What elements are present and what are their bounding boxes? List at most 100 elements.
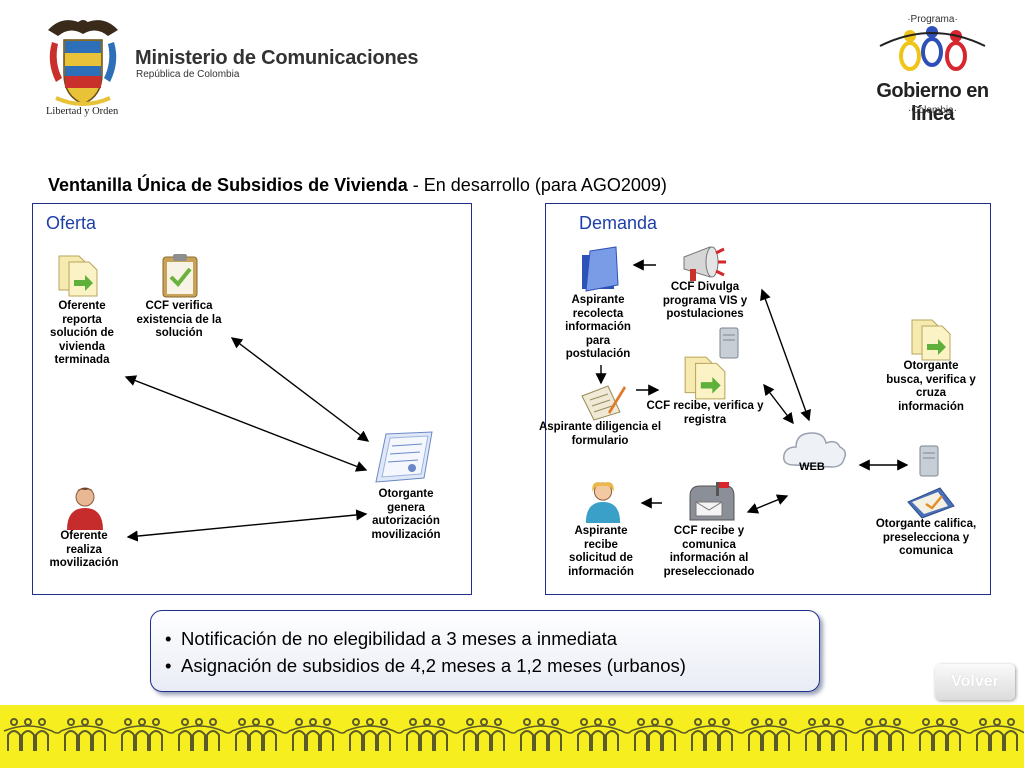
footer-wave: [630, 725, 689, 734]
footer-wave: [402, 725, 461, 734]
footer-figure: [306, 718, 320, 751]
footer-figure: [463, 718, 477, 751]
notes-list: Notificación de no elegibilidad a 3 mese…: [151, 611, 819, 679]
node-otorgante-califica: Otorgante califica, preselecciona y comu…: [875, 518, 977, 557]
ministry-name: Ministerio de Comunicaciones: [135, 47, 419, 69]
footer-wave: [459, 725, 518, 734]
footer-figure: [363, 718, 377, 751]
node-ccf-registra: CCF recibe, verifica y registra: [646, 400, 764, 426]
document-transfer-icon: [58, 255, 98, 297]
footer-figure: [349, 718, 363, 751]
footer-figure: [64, 718, 78, 751]
footer-figure: [876, 718, 890, 751]
node-ccf-divulga: CCF Divulga programa VIS y postulaciones: [662, 281, 748, 320]
node-ccf-verifica: CCF verifica existencia de la solución: [136, 300, 222, 339]
node-oferente-reporta: Oferente reporta solución de vivienda te…: [50, 300, 114, 366]
footer-figure: [776, 718, 790, 751]
certificate-document-icon: [375, 431, 433, 483]
node-otorgante-genera: Otorgante genera autorización movilizaci…: [371, 488, 441, 541]
motto-text: Libertad y Orden: [46, 106, 119, 117]
person-red-icon: [67, 487, 103, 530]
footer-wave: [801, 725, 860, 734]
footer-figure: [249, 718, 263, 751]
note-item: Notificación de no elegibilidad a 3 mese…: [165, 625, 819, 652]
footer-figure: [1004, 718, 1018, 751]
oferta-heading: Oferta: [46, 213, 97, 233]
footer-figure: [833, 718, 847, 751]
footer-figure: [719, 718, 733, 751]
footer-figure: [805, 718, 819, 751]
footer-figure: [577, 718, 591, 751]
footer-wave: [345, 725, 404, 734]
folder-icon: [582, 246, 619, 292]
footer-figure: [192, 718, 206, 751]
node-ccf-comunica: CCF recibe y comunica información al pre…: [663, 525, 755, 578]
footer-figure: [121, 718, 135, 751]
footer-figure: [320, 718, 334, 751]
footer-figure: [135, 718, 149, 751]
footer-figure: [406, 718, 420, 751]
footer-figure: [762, 718, 776, 751]
gobierno-en-linea-logo: [879, 26, 986, 71]
footer-figure: [263, 718, 277, 751]
form-pencil-icon: [581, 385, 626, 421]
node-aspirante-diligencia: Aspirante diligencia el formulario: [538, 421, 662, 447]
footer-figure: [520, 718, 534, 751]
ministry-subtitle: República de Colombia: [136, 69, 240, 80]
footer-wave: [915, 725, 974, 734]
footer-figure: [21, 718, 35, 751]
footer-figure: [149, 718, 163, 751]
footer-figure: [933, 718, 947, 751]
footer-figure: [420, 718, 434, 751]
document-transfer-icon: [911, 319, 951, 361]
footer-wave: [3, 725, 62, 734]
footer-figure: [705, 718, 719, 751]
slide-title-rest: - En desarrollo (para AGO2009): [407, 175, 667, 195]
footer-wave: [858, 725, 917, 734]
megaphone-icon: [683, 246, 726, 281]
footer-figure: [890, 718, 904, 751]
footer-figure: [691, 718, 705, 751]
footer-figure: [377, 718, 391, 751]
slide-title-bold: Ventanilla Única de Subsidios de Viviend…: [48, 175, 408, 195]
volver-button[interactable]: Volver: [935, 664, 1015, 700]
gel-programa-text: ·Programa·: [907, 14, 958, 25]
node-aspirante-recolecta: Aspirante recolecta información para pos…: [565, 294, 631, 360]
footer-figure: [78, 718, 92, 751]
footer-wave: [117, 725, 176, 734]
footer-figure: [434, 718, 448, 751]
slide-title: Ventanilla Única de Subsidios de Viviend…: [48, 175, 667, 196]
footer-figure: [605, 718, 619, 751]
gel-title-text: Gobierno en línea: [876, 80, 989, 125]
node-aspirante-recibe: Aspirante recibe solicitud de informació…: [568, 525, 634, 578]
footer-wave: [231, 725, 290, 734]
clipboard-check-icon: [162, 254, 198, 298]
footer-figure: [748, 718, 762, 751]
footer-figure: [534, 718, 548, 751]
footer-figure: [919, 718, 933, 751]
footer-figure: [591, 718, 605, 751]
footer-figures-pattern: [3, 718, 1024, 751]
footer-figure: [7, 718, 21, 751]
gel-colombia-text: ·Colombia·: [908, 105, 957, 116]
demanda-heading: Demanda: [579, 213, 658, 233]
footer-figure: [235, 718, 249, 751]
footer-wave: [573, 725, 632, 734]
footer-figure: [477, 718, 491, 751]
person-blue-icon: [585, 482, 621, 523]
footer-figure: [976, 718, 990, 751]
footer-band: [0, 705, 1024, 768]
mailbox-icon: [689, 482, 735, 521]
node-web: WEB: [799, 461, 825, 473]
footer-figure: [990, 718, 1004, 751]
footer-figure: [819, 718, 833, 751]
notes-box: Notificación de no elegibilidad a 3 mese…: [150, 610, 820, 692]
note-item: Asignación de subsidios de 4,2 meses a 1…: [165, 652, 819, 679]
footer-wave: [288, 725, 347, 734]
cloud-icon: [782, 432, 847, 468]
footer-figure: [178, 718, 192, 751]
server-icon: [719, 327, 739, 359]
footer-wave: [687, 725, 746, 734]
footer-figure: [862, 718, 876, 751]
footer-wave: [516, 725, 575, 734]
